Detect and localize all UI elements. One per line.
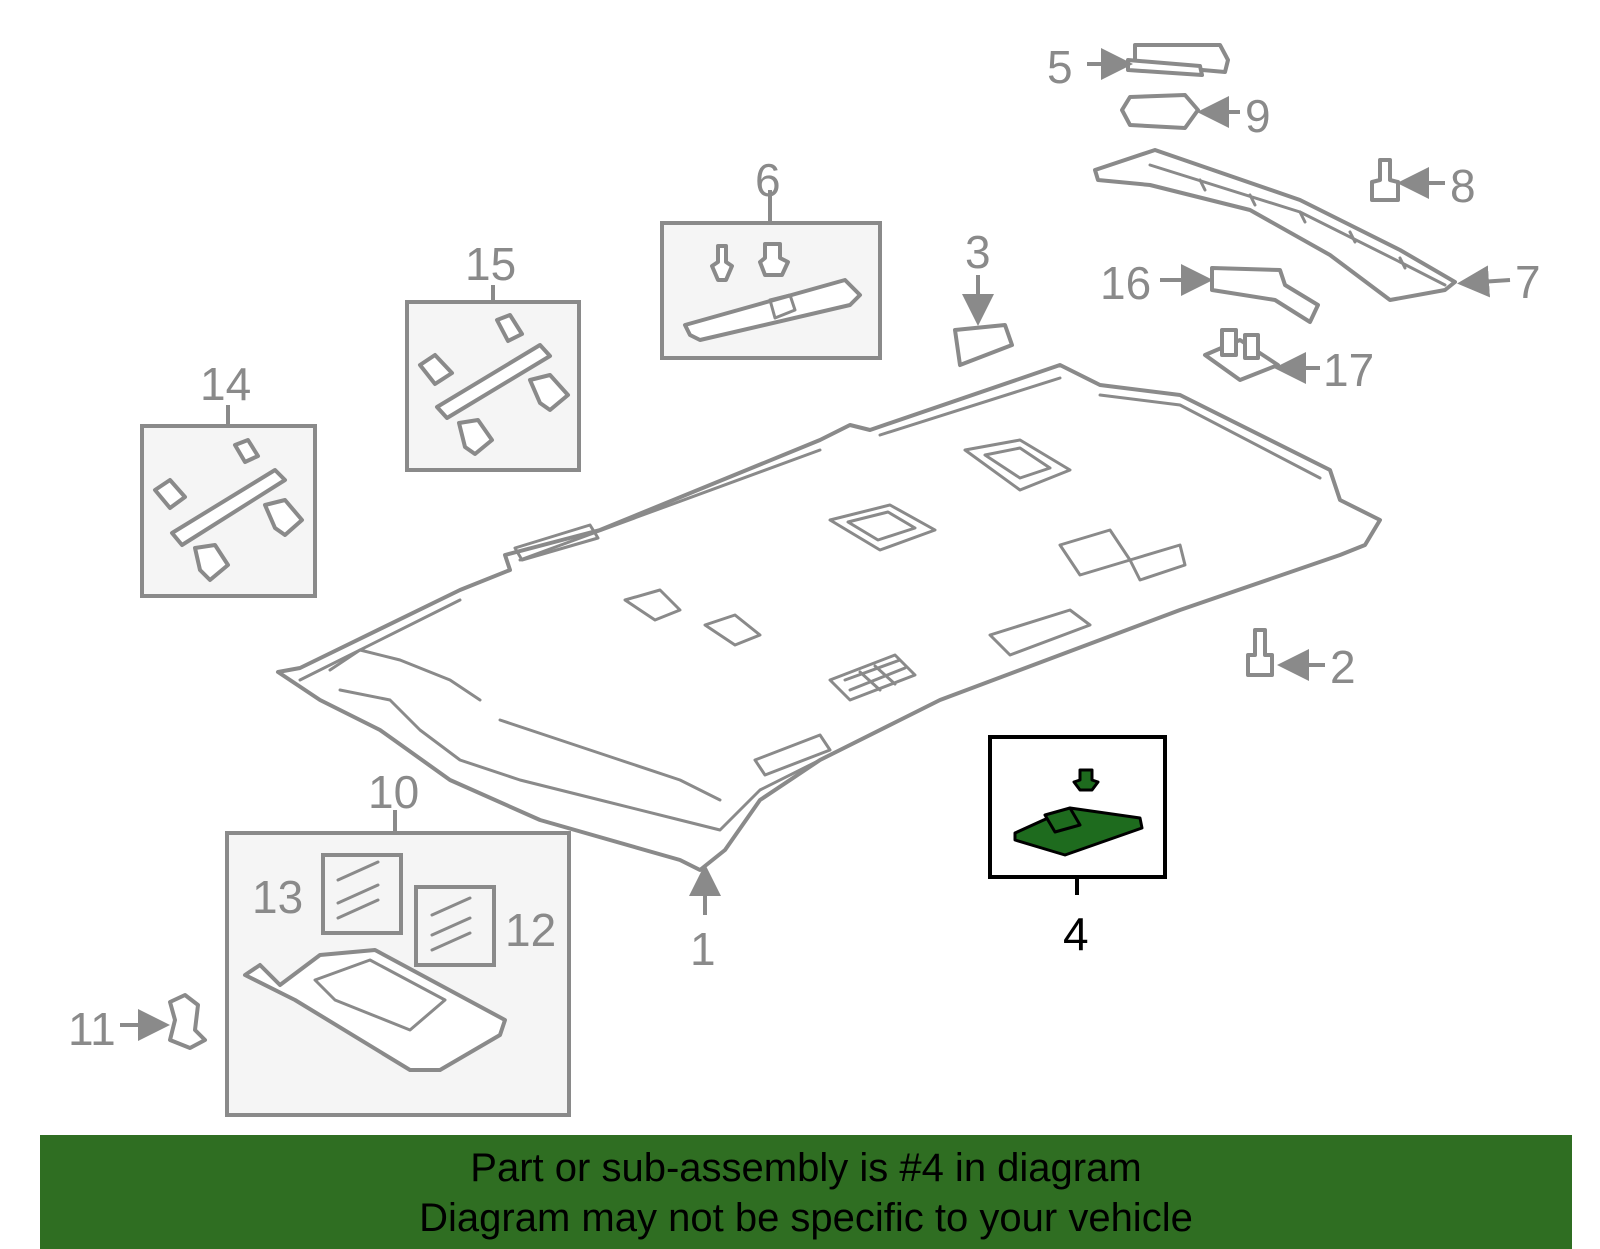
svg-text:15: 15: [465, 238, 516, 290]
bolt-part-8: 8: [1370, 158, 1476, 212]
cover-part-5: 5: [1047, 41, 1230, 93]
headliner-part: [276, 363, 1382, 872]
svg-text:10: 10: [368, 766, 419, 818]
part-14-box[interactable]: 14: [140, 358, 317, 598]
svg-text:5: 5: [1047, 41, 1073, 93]
banner-line-2: Diagram may not be specific to your vehi…: [419, 1196, 1193, 1240]
part-10-box[interactable]: 10 13 12: [225, 766, 571, 1117]
svg-text:11: 11: [68, 1003, 116, 1055]
svg-text:13: 13: [252, 871, 303, 923]
part-15-box[interactable]: 15: [405, 238, 581, 472]
duct-part-16: 16: [1100, 257, 1320, 324]
svg-text:16: 16: [1100, 257, 1151, 309]
part-4-box[interactable]: 4: [988, 735, 1167, 960]
svg-text:14: 14: [200, 358, 251, 410]
banner-line-1: Part or sub-assembly is #4 in diagram: [470, 1146, 1142, 1190]
svg-text:9: 9: [1245, 90, 1271, 142]
svg-text:3: 3: [965, 226, 991, 278]
svg-text:4: 4: [1063, 908, 1089, 960]
part-13-box[interactable]: 13: [252, 853, 403, 935]
svg-text:1: 1: [690, 923, 716, 975]
svg-text:6: 6: [755, 154, 781, 206]
svg-text:17: 17: [1323, 344, 1374, 396]
svg-text:12: 12: [505, 904, 556, 956]
info-banner: Part or sub-assembly is #4 in diagram Di…: [40, 1135, 1572, 1249]
part-6-box[interactable]: 6: [660, 154, 882, 360]
lens-part-9: 9: [1120, 90, 1271, 142]
bracket-part-3: 3: [953, 226, 1014, 367]
svg-text:7: 7: [1515, 256, 1541, 308]
bolt-part-2: 2: [1246, 628, 1356, 693]
clip-part-11: 11: [68, 993, 207, 1055]
callout-1: 1: [689, 864, 721, 975]
svg-text:8: 8: [1450, 160, 1476, 212]
part-12-box[interactable]: 12: [414, 885, 556, 967]
rail-part-7: 7: [1093, 148, 1541, 308]
clip-part-17: 17: [1203, 328, 1374, 396]
svg-text:2: 2: [1330, 641, 1356, 693]
